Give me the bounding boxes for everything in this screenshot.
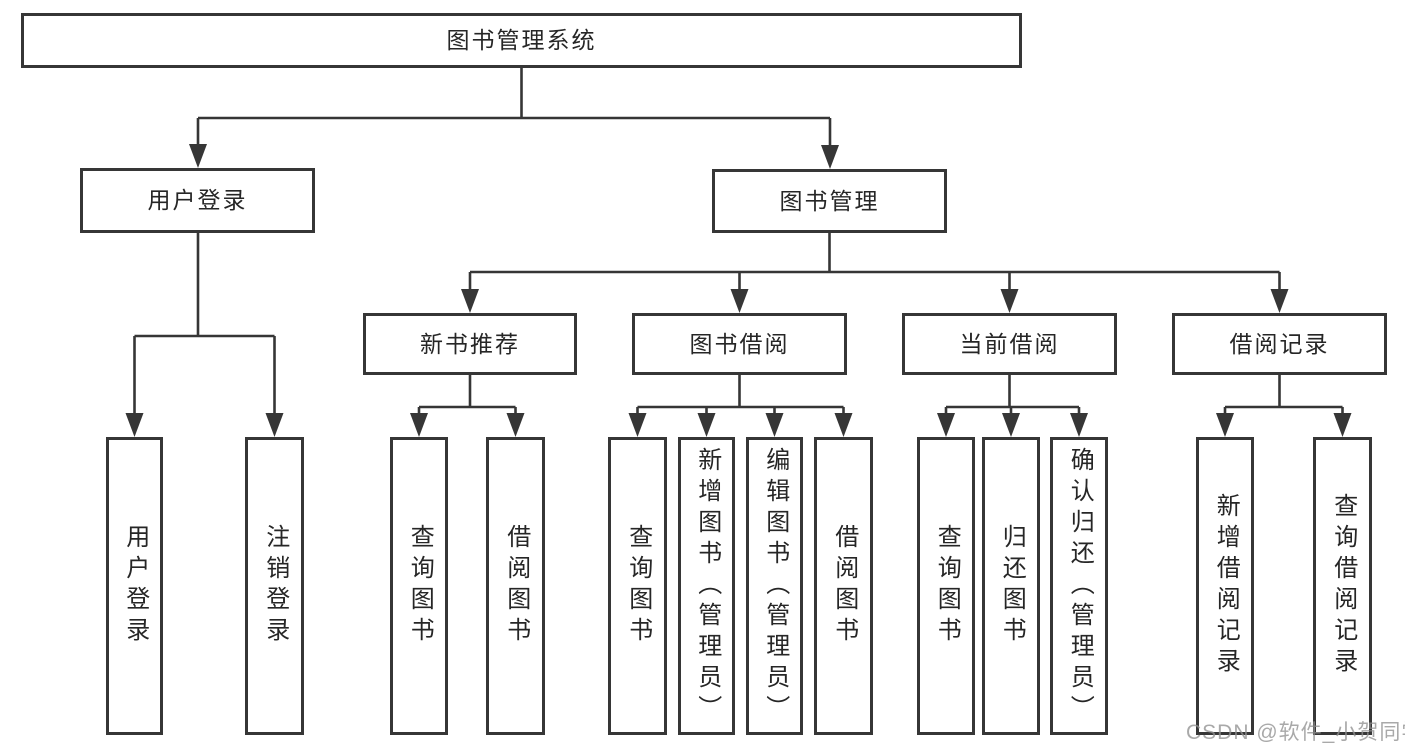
- leaf-query-books: 查询图书: [608, 437, 667, 735]
- node-label: 编辑图书（管理员）: [761, 446, 789, 726]
- leaf-confirm-return-admin: 确认归还（管理员）: [1050, 437, 1108, 735]
- node-label: 借阅图书: [830, 524, 858, 648]
- node-label: 当前借阅: [959, 330, 1060, 357]
- node-label: 查询图书: [933, 524, 961, 648]
- node-book-borrowing: 图书借阅: [632, 313, 847, 375]
- node-label: 新增图书（管理员）: [693, 446, 721, 726]
- node-label: 确认归还（管理员）: [1066, 446, 1094, 726]
- node-label: 注销登录: [261, 524, 289, 648]
- leaf-add-borrow-record: 新增借阅记录: [1196, 437, 1254, 735]
- node-label: 用户登录: [121, 524, 149, 648]
- leaf-query-books: 查询图书: [390, 437, 448, 735]
- node-library-management-system: 图书管理系统: [21, 13, 1022, 68]
- leaf-add-books-admin: 新增图书（管理员）: [678, 437, 735, 735]
- csdn-watermark: CSDN @软件_小贺同学: [1186, 721, 1405, 744]
- node-label: 新增借阅记录: [1212, 493, 1240, 679]
- node-label: 归还图书: [998, 524, 1026, 648]
- node-current-borrowing: 当前借阅: [902, 313, 1117, 375]
- leaf-borrow-books: 借阅图书: [486, 437, 545, 735]
- node-label: 查询图书: [406, 524, 434, 648]
- node-user-login-branch: 用户登录: [80, 168, 315, 233]
- node-label: 用户登录: [147, 187, 248, 213]
- node-label: 图书借阅: [689, 330, 790, 357]
- node-borrowing-records: 借阅记录: [1172, 313, 1387, 375]
- leaf-query-borrow-record: 查询借阅记录: [1313, 437, 1372, 735]
- leaf-query-books: 查询图书: [917, 437, 975, 735]
- node-label: 借阅图书: [502, 524, 530, 648]
- leaf-user-login: 用户登录: [106, 437, 163, 735]
- node-new-book-recommendation: 新书推荐: [363, 313, 577, 375]
- node-label: 新书推荐: [420, 330, 520, 357]
- node-label: 借阅记录: [1229, 330, 1330, 357]
- node-label: 图书管理: [779, 187, 880, 214]
- node-book-management: 图书管理: [712, 169, 947, 233]
- leaf-borrow-books: 借阅图书: [814, 437, 873, 735]
- leaf-logout: 注销登录: [245, 437, 304, 735]
- leaf-return-books: 归还图书: [982, 437, 1040, 735]
- leaf-edit-books-admin: 编辑图书（管理员）: [746, 437, 803, 735]
- node-label: 查询图书: [624, 524, 652, 648]
- node-label: 图书管理系统: [446, 27, 597, 53]
- node-label: 查询借阅记录: [1329, 493, 1357, 679]
